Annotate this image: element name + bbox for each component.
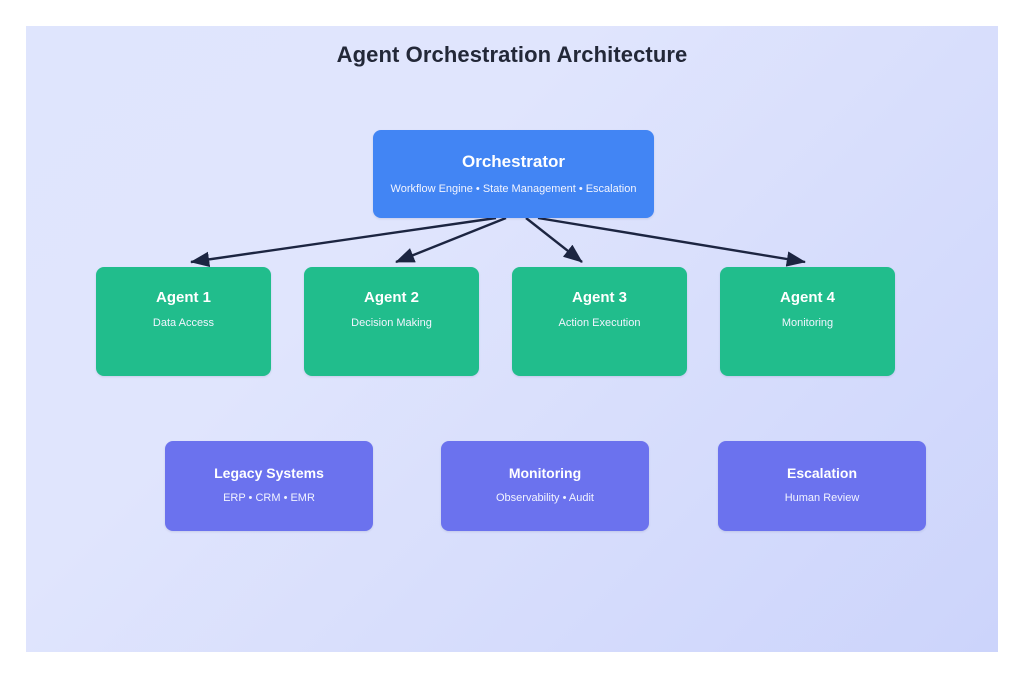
node-orchestrator-title: Orchestrator	[462, 152, 565, 171]
node-escalation-title: Escalation	[786, 465, 858, 481]
node-agent-3[interactable]: Agent 3 Action Execution	[512, 267, 687, 376]
node-agent-1[interactable]: Agent 1 Data Access	[96, 267, 271, 376]
diagram-canvas: Agent Orchestration Architecture Orchest…	[26, 26, 998, 652]
node-monitoring-title: Monitoring	[508, 465, 582, 481]
node-legacy-systems-subtitle: ERP • CRM • EMR	[223, 492, 315, 504]
node-agent-1-title: Agent 1	[155, 289, 211, 306]
node-agent-3-title: Agent 3	[571, 289, 627, 306]
node-monitoring-subtitle: Observability • Audit	[495, 492, 594, 504]
node-agent-4-title: Agent 4	[779, 289, 835, 306]
edge-orchestrator-to-agent-3	[525, 217, 583, 263]
node-escalation[interactable]: Escalation Human Review	[718, 441, 926, 531]
node-agent-4[interactable]: Agent 4 Monitoring	[720, 267, 895, 376]
node-agent-2-subtitle: Decision Making	[351, 317, 432, 329]
node-agent-4-subtitle: Monitoring	[781, 317, 834, 329]
node-monitoring[interactable]: Monitoring Observability • Audit	[441, 441, 649, 531]
node-legacy-systems[interactable]: Legacy Systems ERP • CRM • EMR	[165, 441, 373, 531]
node-agent-3-subtitle: Action Execution	[558, 317, 641, 329]
node-agent-2-title: Agent 2	[363, 289, 419, 306]
node-orchestrator-subtitle: Workflow Engine • State Management • Esc…	[390, 183, 637, 195]
edge-layer	[190, 216, 806, 267]
edge-orchestrator-to-agent-4	[537, 216, 806, 267]
edge-orchestrator-to-agent-2	[395, 216, 507, 264]
node-escalation-subtitle: Human Review	[784, 492, 860, 504]
page-title: Agent Orchestration Architecture	[336, 42, 688, 67]
node-agent-2[interactable]: Agent 2 Decision Making	[304, 267, 479, 376]
node-orchestrator[interactable]: Orchestrator Workflow Engine • State Man…	[373, 130, 654, 218]
edge-orchestrator-to-agent-1	[190, 216, 497, 267]
node-legacy-systems-title: Legacy Systems	[214, 465, 324, 481]
node-agent-1-subtitle: Data Access	[152, 317, 215, 329]
